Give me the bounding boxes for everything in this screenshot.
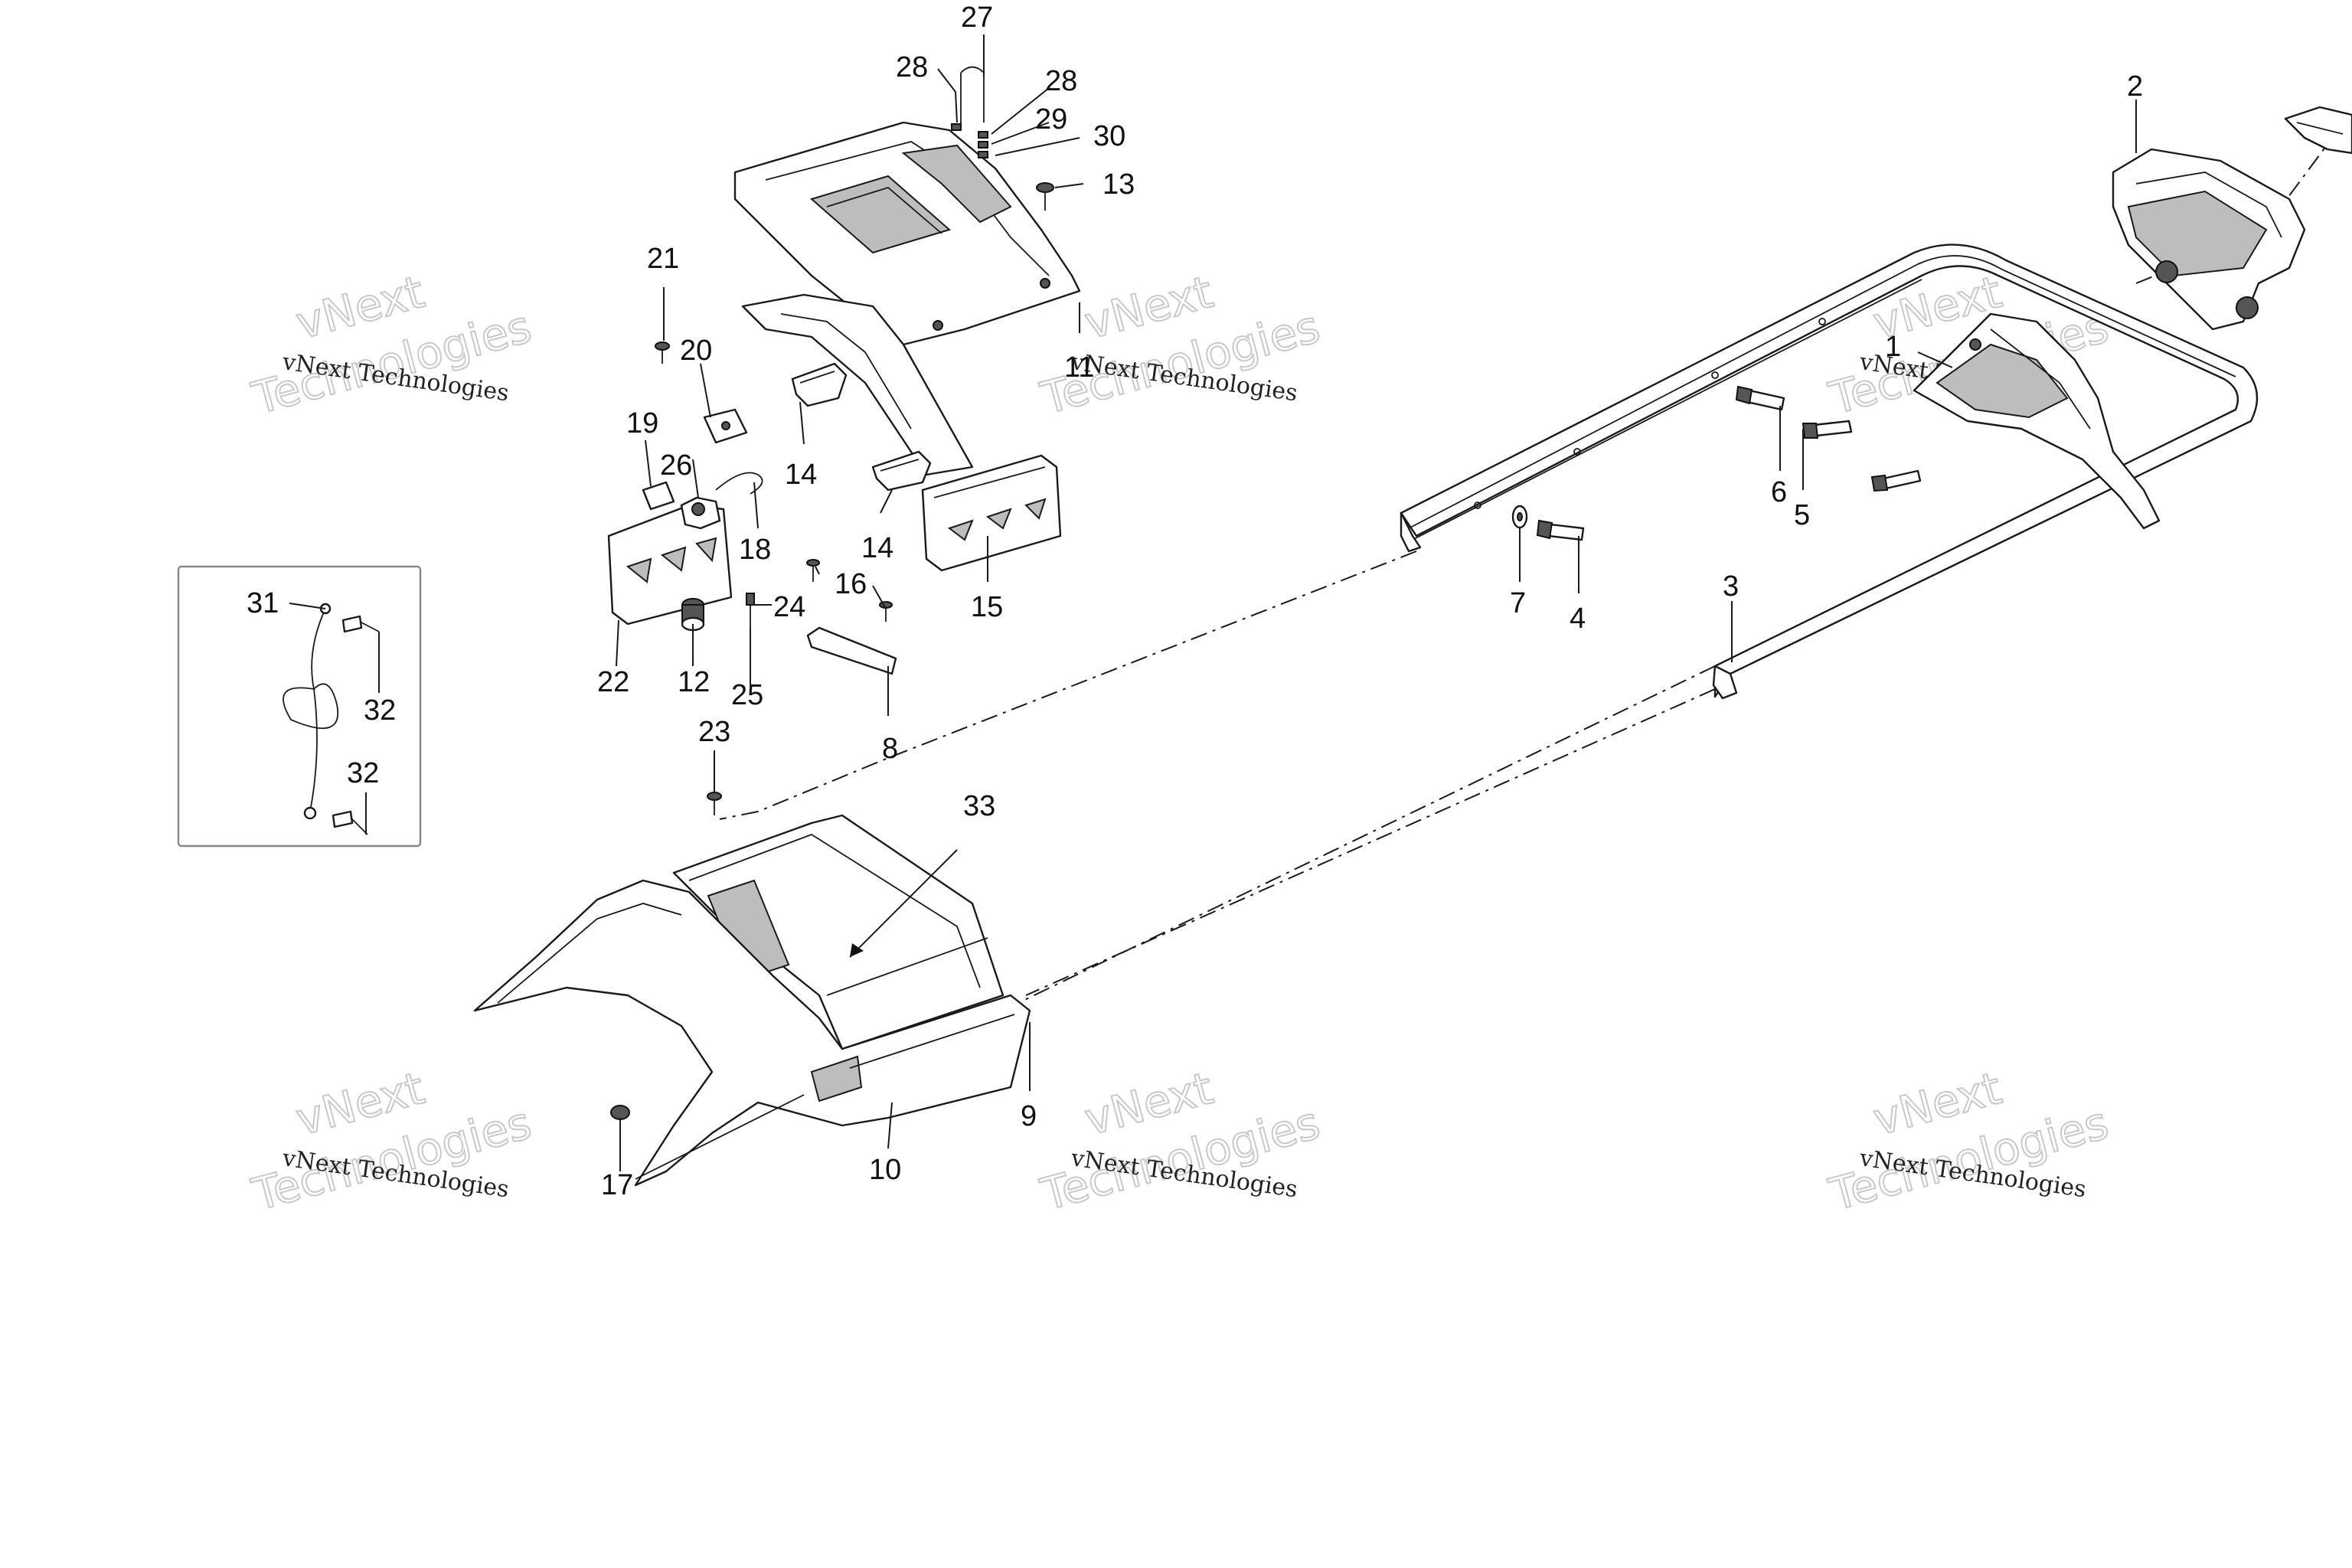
part-hardware-28-29-30 xyxy=(951,123,988,158)
callout-3: 3 xyxy=(1723,570,1739,603)
part-u-bolt-27 xyxy=(960,66,985,126)
callout-32: 32 xyxy=(364,694,396,727)
assembly-line xyxy=(1025,688,1716,996)
callout-12: 12 xyxy=(678,666,710,698)
callout-30: 30 xyxy=(1093,120,1125,152)
part-nut-17 xyxy=(610,1105,630,1120)
part-latch-housing-22 xyxy=(607,496,733,626)
part-bolt-6 xyxy=(1735,385,1785,411)
leader-lines xyxy=(289,34,2137,1171)
part-strap-8 xyxy=(806,626,897,675)
callout-24: 24 xyxy=(773,591,805,623)
part-bracket-partial xyxy=(2284,106,2352,155)
part-bracket-15 xyxy=(921,454,1062,572)
callout-29: 29 xyxy=(1035,103,1067,136)
callout-28: 28 xyxy=(896,51,928,83)
callout-6: 6 xyxy=(1771,476,1787,508)
watermark-group: vNext Technologies vNext Technologies vN… xyxy=(246,265,2114,1222)
callout-14: 14 xyxy=(785,459,817,491)
part-pin-24-25 xyxy=(746,593,755,628)
inset-tether-cable xyxy=(177,565,422,848)
callout-23: 23 xyxy=(698,716,730,748)
callout-labels: 1 2 3 4 5 6 7 8 9 10 11 12 13 14 14 15 1… xyxy=(247,2,2143,1201)
part-clip-14-lower xyxy=(871,450,932,492)
part-bolt-4 xyxy=(1536,519,1585,541)
part-plate-20 xyxy=(703,408,748,444)
callout-9: 9 xyxy=(1021,1100,1037,1132)
callout-18: 18 xyxy=(739,534,771,566)
callout-7: 7 xyxy=(1510,587,1526,619)
part-hitch-bracket xyxy=(1913,312,2161,530)
callout-16: 16 xyxy=(835,568,867,600)
part-tray-33 xyxy=(672,814,1004,1050)
bolt-hole-icon xyxy=(933,320,943,331)
callout-4: 4 xyxy=(1570,603,1586,635)
part-screw-23 xyxy=(707,792,722,815)
callout-31: 31 xyxy=(247,587,279,619)
callout-2: 2 xyxy=(2127,70,2143,103)
callout-19: 19 xyxy=(626,407,658,439)
arrowhead-icon xyxy=(850,943,864,957)
part-latch-19 xyxy=(642,481,675,511)
part-end-cap xyxy=(2112,148,2306,331)
callout-15: 15 xyxy=(971,591,1003,623)
part-bolt-5 xyxy=(1802,420,1853,439)
callout-8: 8 xyxy=(882,733,898,765)
part-spring-18 xyxy=(715,472,763,495)
part-frame-rail xyxy=(1400,243,2259,700)
callout-21: 21 xyxy=(647,243,679,275)
part-clip-14-upper xyxy=(791,362,848,407)
callout-13: 13 xyxy=(1102,168,1135,201)
callout-28: 28 xyxy=(1045,65,1077,97)
callout-27: 27 xyxy=(961,2,993,34)
callout-5: 5 xyxy=(1794,499,1810,531)
callout-33: 33 xyxy=(963,790,995,822)
assembly-line xyxy=(719,811,759,820)
part-bolt-extra xyxy=(1870,469,1922,492)
part-screw-21 xyxy=(655,341,670,364)
callout-1: 1 xyxy=(1885,331,1901,363)
bolt-hole-icon xyxy=(1040,278,1050,289)
callout-32: 32 xyxy=(347,757,379,789)
callout-17: 17 xyxy=(601,1169,633,1201)
callout-14: 14 xyxy=(861,532,893,564)
part-screw-13 xyxy=(1036,182,1054,211)
cable-eyelet-icon xyxy=(303,806,317,820)
callout-10: 10 xyxy=(869,1154,901,1186)
callout-11: 11 xyxy=(1064,351,1094,384)
callout-22: 22 xyxy=(597,666,629,698)
bolt-hole-icon xyxy=(2236,296,2259,319)
callout-26: 26 xyxy=(660,449,692,482)
callout-20: 20 xyxy=(680,335,712,367)
part-washer-7 xyxy=(1511,505,1528,529)
callout-25: 25 xyxy=(731,679,763,711)
bolt-hole-icon xyxy=(2155,260,2178,283)
part-mounting-plate xyxy=(733,121,1081,476)
bolt-hole-icon xyxy=(1969,338,1981,351)
